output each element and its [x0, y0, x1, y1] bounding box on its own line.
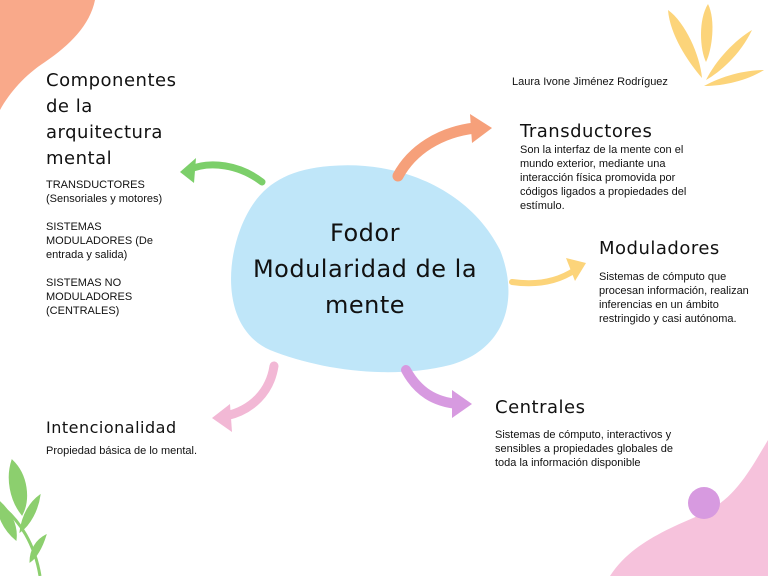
componentes-title: Componentes de la arquitectura mental — [46, 68, 176, 172]
arrow-to-moduladores — [509, 258, 586, 287]
center-title-line: Modularidad de la — [252, 255, 478, 283]
transductores-text: Son la interfaz de la mente con el mundo… — [520, 144, 687, 212]
center-title: Fodor Modularidad de la mente — [235, 215, 495, 323]
center-blob — [231, 165, 509, 373]
corner-blob-bottom-right — [610, 440, 768, 576]
splash-decoration — [668, 4, 764, 86]
purple-dot — [688, 487, 720, 519]
intencionalidad-text: Propiedad básica de lo mental. — [46, 445, 198, 457]
componentes-item: SISTEMAS NO MODULADORES (CENTRALES) — [46, 277, 133, 317]
componentes-title-line: de la — [46, 96, 93, 117]
arrow-to-transductores — [392, 114, 492, 182]
componentes-title-line: Componentes — [46, 70, 177, 91]
centrales-text: Sistemas de cómputo, interactivos y sens… — [495, 429, 673, 469]
leaf-decoration — [0, 459, 47, 576]
center-title-line: mente — [324, 291, 406, 319]
arrow-to-centrales — [401, 365, 472, 418]
componentes-item: TRANSDUCTORES (Sensoriales y motores) — [46, 179, 163, 205]
centrales-title: Centrales — [495, 397, 586, 418]
componentes-title-line: mental — [46, 148, 113, 169]
moduladores-text: Sistemas de cómputo que procesan informa… — [599, 271, 749, 325]
componentes-title-line: arquitectura — [46, 122, 163, 143]
corner-blob-top-left — [0, 0, 95, 110]
arrow-to-componentes — [180, 158, 266, 186]
center-title-line: Fodor — [330, 219, 400, 247]
componentes-item: SISTEMAS MODULADORES (De entrada y salid… — [46, 221, 153, 261]
intencionalidad-title: Intencionalidad — [46, 418, 177, 437]
moduladores-title: Moduladores — [599, 238, 720, 259]
arrow-to-intencionalidad — [212, 361, 279, 432]
author-name: Laura Ivone Jiménez Rodríguez — [512, 76, 668, 88]
componentes-list: TRANSDUCTORES (Sensoriales y motores) SI… — [46, 178, 168, 332]
transductores-title: Transductores — [520, 121, 653, 142]
